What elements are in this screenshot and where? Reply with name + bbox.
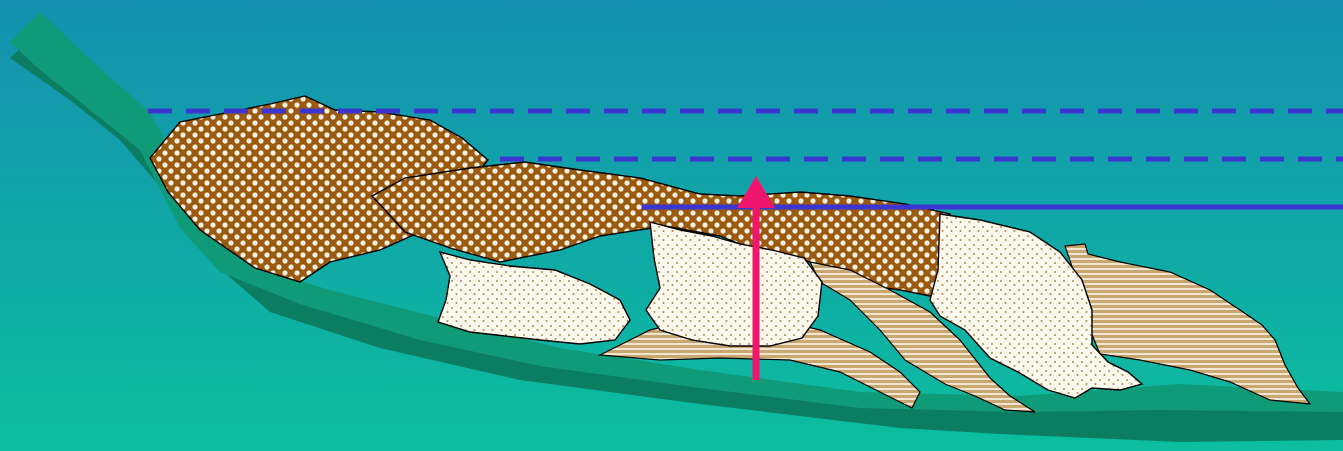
cross-section-diagram <box>0 0 1343 451</box>
diagram-canvas <box>0 0 1343 451</box>
